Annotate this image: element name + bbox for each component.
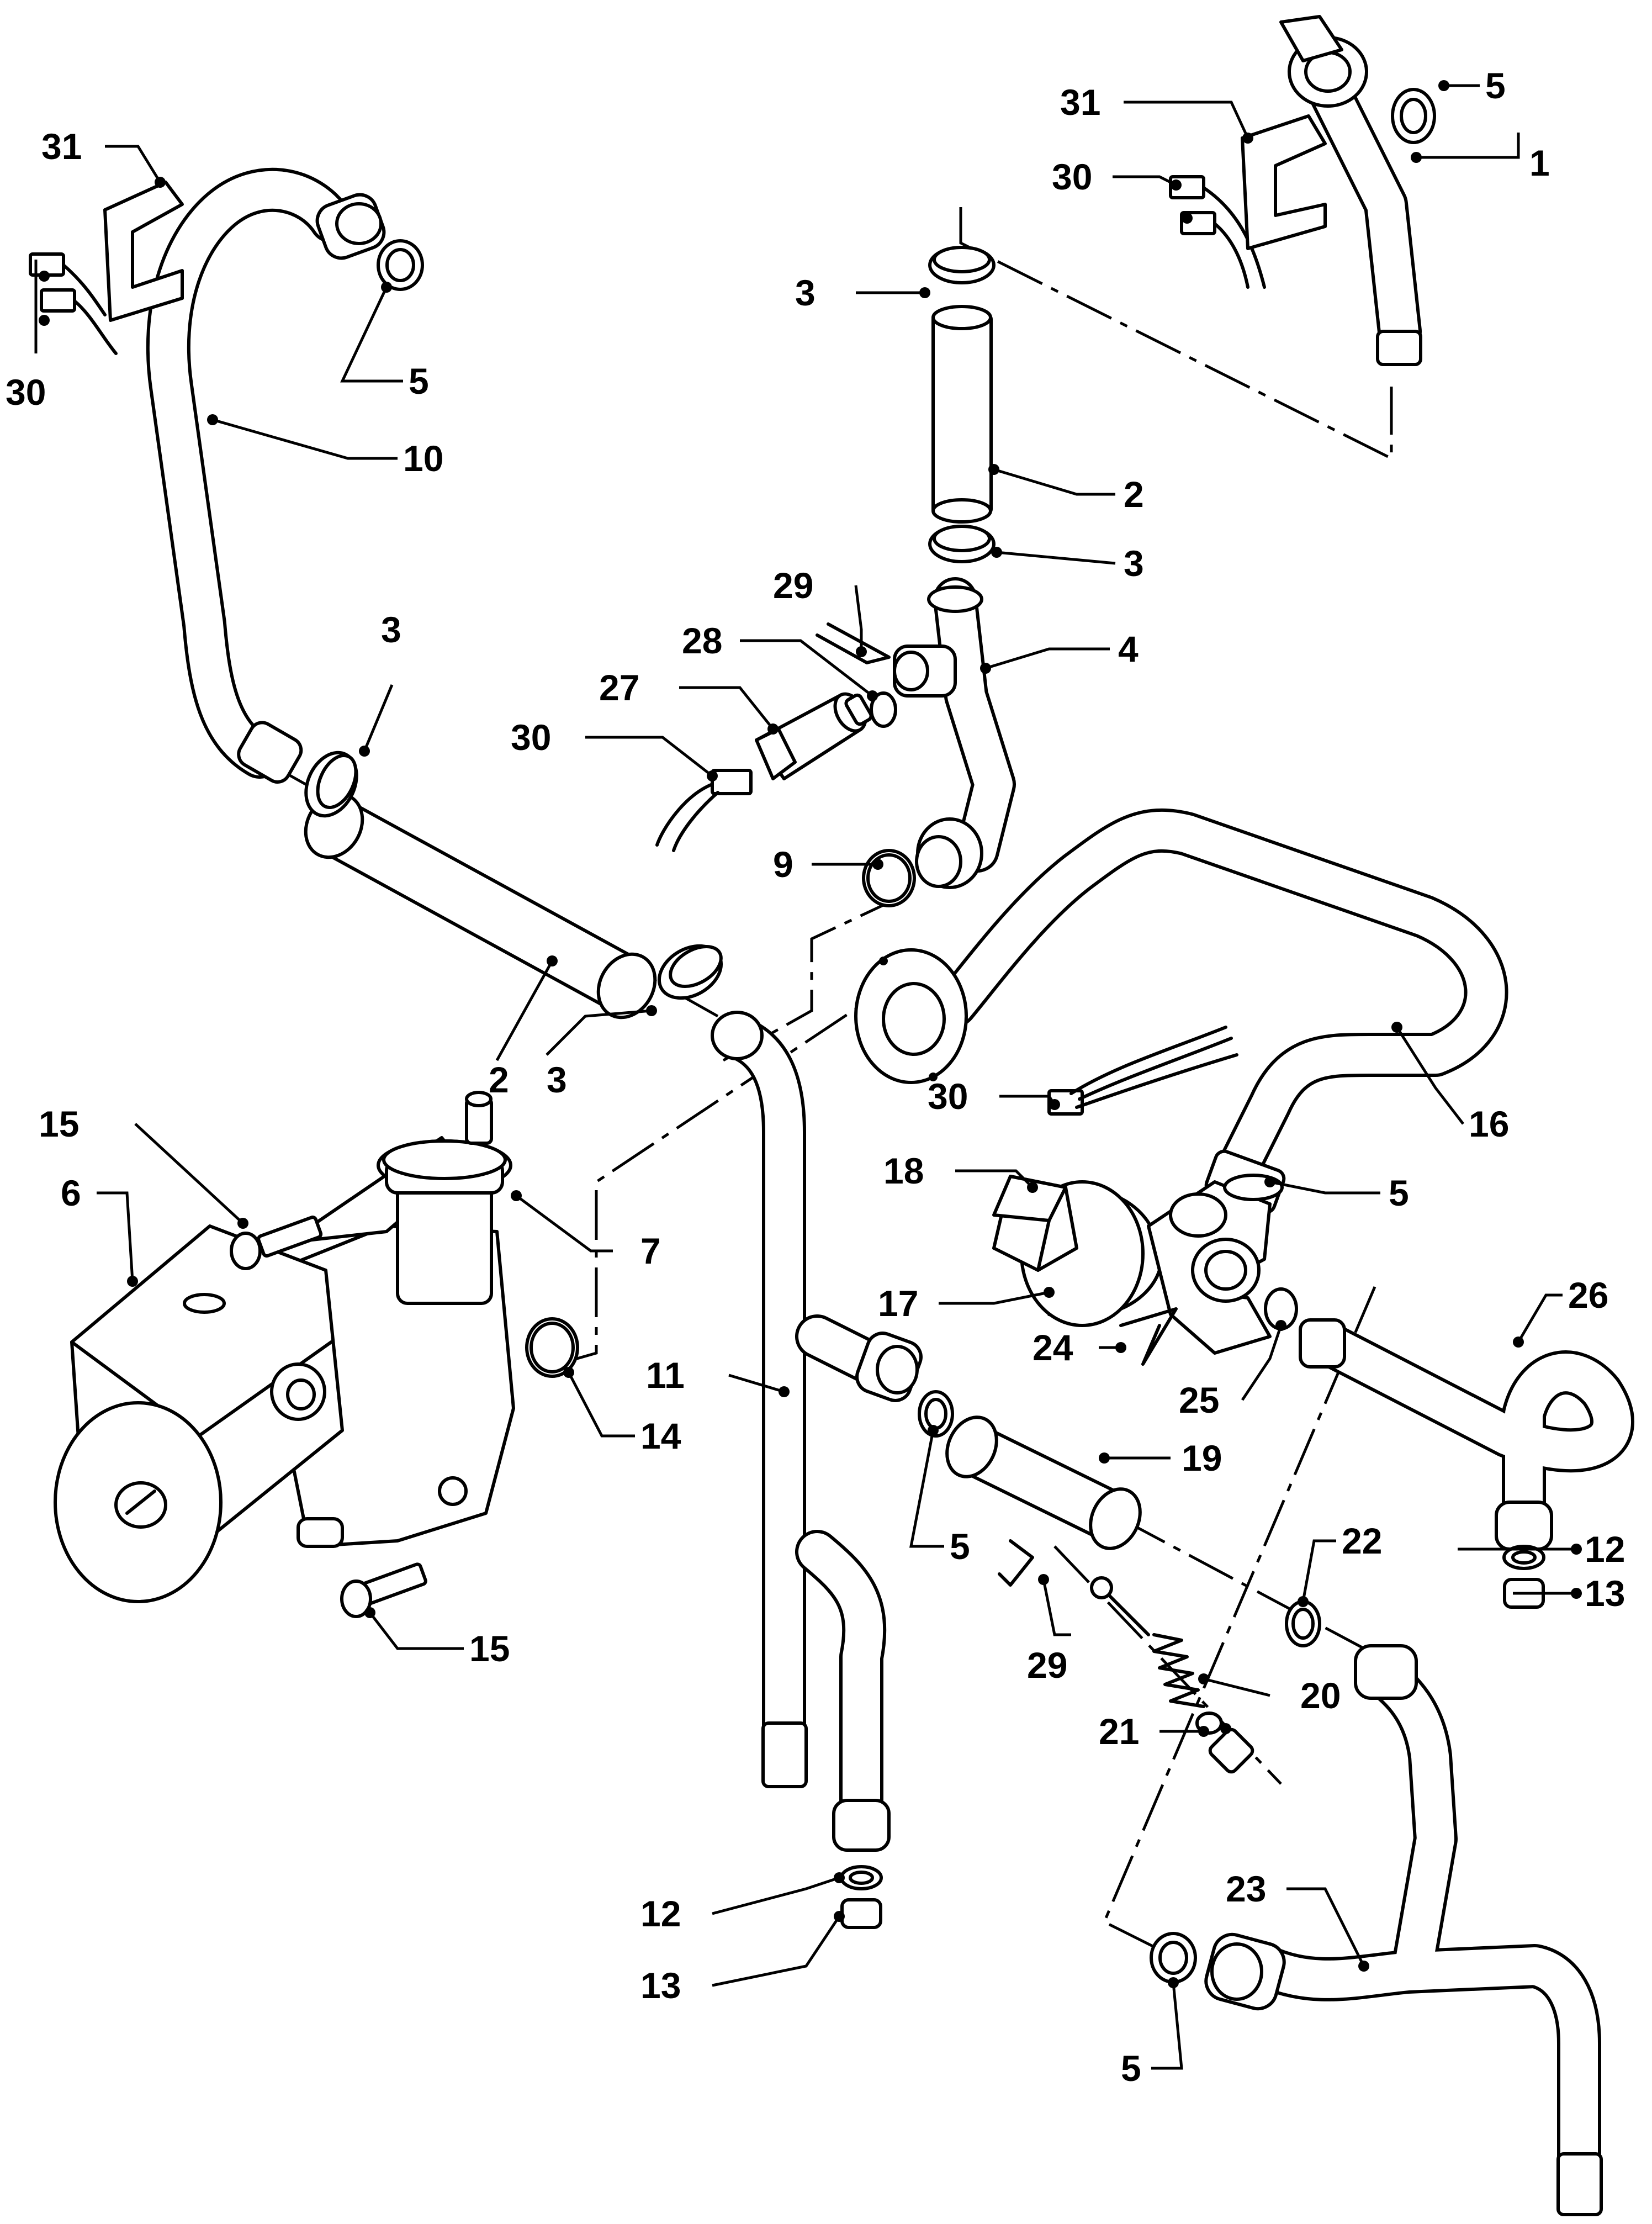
callout-18: 18 [883,1150,924,1191]
axis-line-pipe-23 [1102,1286,1376,1957]
callout-22: 22 [1342,1520,1382,1561]
callout-12: 12 [1585,1529,1625,1570]
callout-7: 7 [640,1230,661,1271]
callout-labels: 1 5 31 30 31 30 5 10 3 2 3 29 4 28 27 30… [6,65,1625,2089]
callout-30: 30 [6,372,46,413]
callout-3: 3 [1124,543,1144,584]
pressure-switch [755,692,873,780]
callout-15: 15 [469,1628,510,1669]
screw-15-top [230,1216,323,1270]
pipe-23 [1204,1644,1603,2216]
pipe-11 [711,1011,808,1788]
callout-31: 31 [1060,82,1100,123]
callout-5: 5 [1485,65,1506,106]
callout-29: 29 [773,565,813,606]
clip-24 [1119,1307,1178,1366]
bypass-valve [945,1415,1142,1550]
pipe-23-nut-top [1354,1644,1418,1700]
callout-30: 30 [928,1076,968,1117]
callout-21: 21 [1099,1711,1139,1752]
connector-pressure-switch [711,769,753,795]
callout-20: 20 [1300,1675,1341,1716]
callout-25: 25 [1179,1380,1219,1420]
pipes [146,15,1634,2216]
callout-5: 5 [950,1526,970,1567]
pipe-2-diagonal [304,792,657,1019]
connectors [29,175,1266,1116]
o-ring-28 [870,691,897,728]
clip-right [1241,114,1327,250]
callout-5: 5 [1389,1172,1409,1213]
leader-lines [34,80,1582,2070]
callout-5: 5 [409,361,429,402]
spring-20 [1090,1576,1254,1774]
callout-17: 17 [878,1283,918,1324]
cap-13-middle [840,1898,882,1929]
callout-30: 30 [511,717,551,758]
pipe-2-vertical [931,305,993,524]
axis-line-connector-9 [722,893,907,1062]
seals-and-rings [304,88,1545,1984]
callout-30: 30 [1052,156,1092,197]
callout-5: 5 [1121,2048,1141,2089]
callout-29: 29 [1027,1645,1067,1686]
callout-6: 6 [61,1172,81,1213]
callout-11: 11 [646,1355,685,1396]
axis-line-bypass-19 [1120,1517,1370,1653]
pipe-26 [1299,1318,1634,1551]
callout-1: 1 [1529,142,1550,183]
pump-assembly [54,1091,515,1603]
callout-9: 9 [773,844,793,885]
pump-outlet-nut [795,1314,923,1402]
callout-14: 14 [640,1415,681,1456]
clip-left [103,181,184,322]
callout-2: 2 [1124,474,1144,515]
callout-26: 26 [1568,1275,1608,1316]
diverter-valve [992,1175,1272,1355]
screw-15-bottom [340,1562,427,1618]
clip-29-top [816,622,891,664]
return-pipe-short [795,1530,891,1852]
callout-16: 16 [1469,1103,1509,1144]
pipe-1 [1279,15,1422,366]
small-parts [230,622,1254,1774]
callout-19: 19 [1182,1438,1222,1478]
pipe-4 [893,577,1016,889]
clip-29-bottom [998,1539,1034,1587]
callout-13: 13 [1585,1573,1625,1614]
callout-24: 24 [1032,1327,1073,1368]
callout-27: 27 [599,667,639,708]
air-vent [396,1180,493,1305]
callout-15: 15 [39,1103,79,1144]
callout-31: 31 [41,126,82,167]
callout-4: 4 [1118,628,1139,669]
axis-line-top [959,207,1393,461]
callout-13: 13 [640,1965,681,2006]
callout-10: 10 [403,438,443,479]
callout-3: 3 [547,1059,567,1100]
callout-3: 3 [795,272,816,313]
callout-28: 28 [682,620,722,661]
clips [103,114,1327,322]
pipe-10 [146,167,386,784]
callout-12: 12 [640,1893,681,1934]
callout-3: 3 [381,609,401,650]
callout-2: 2 [489,1059,509,1100]
callout-23: 23 [1226,1868,1266,1909]
